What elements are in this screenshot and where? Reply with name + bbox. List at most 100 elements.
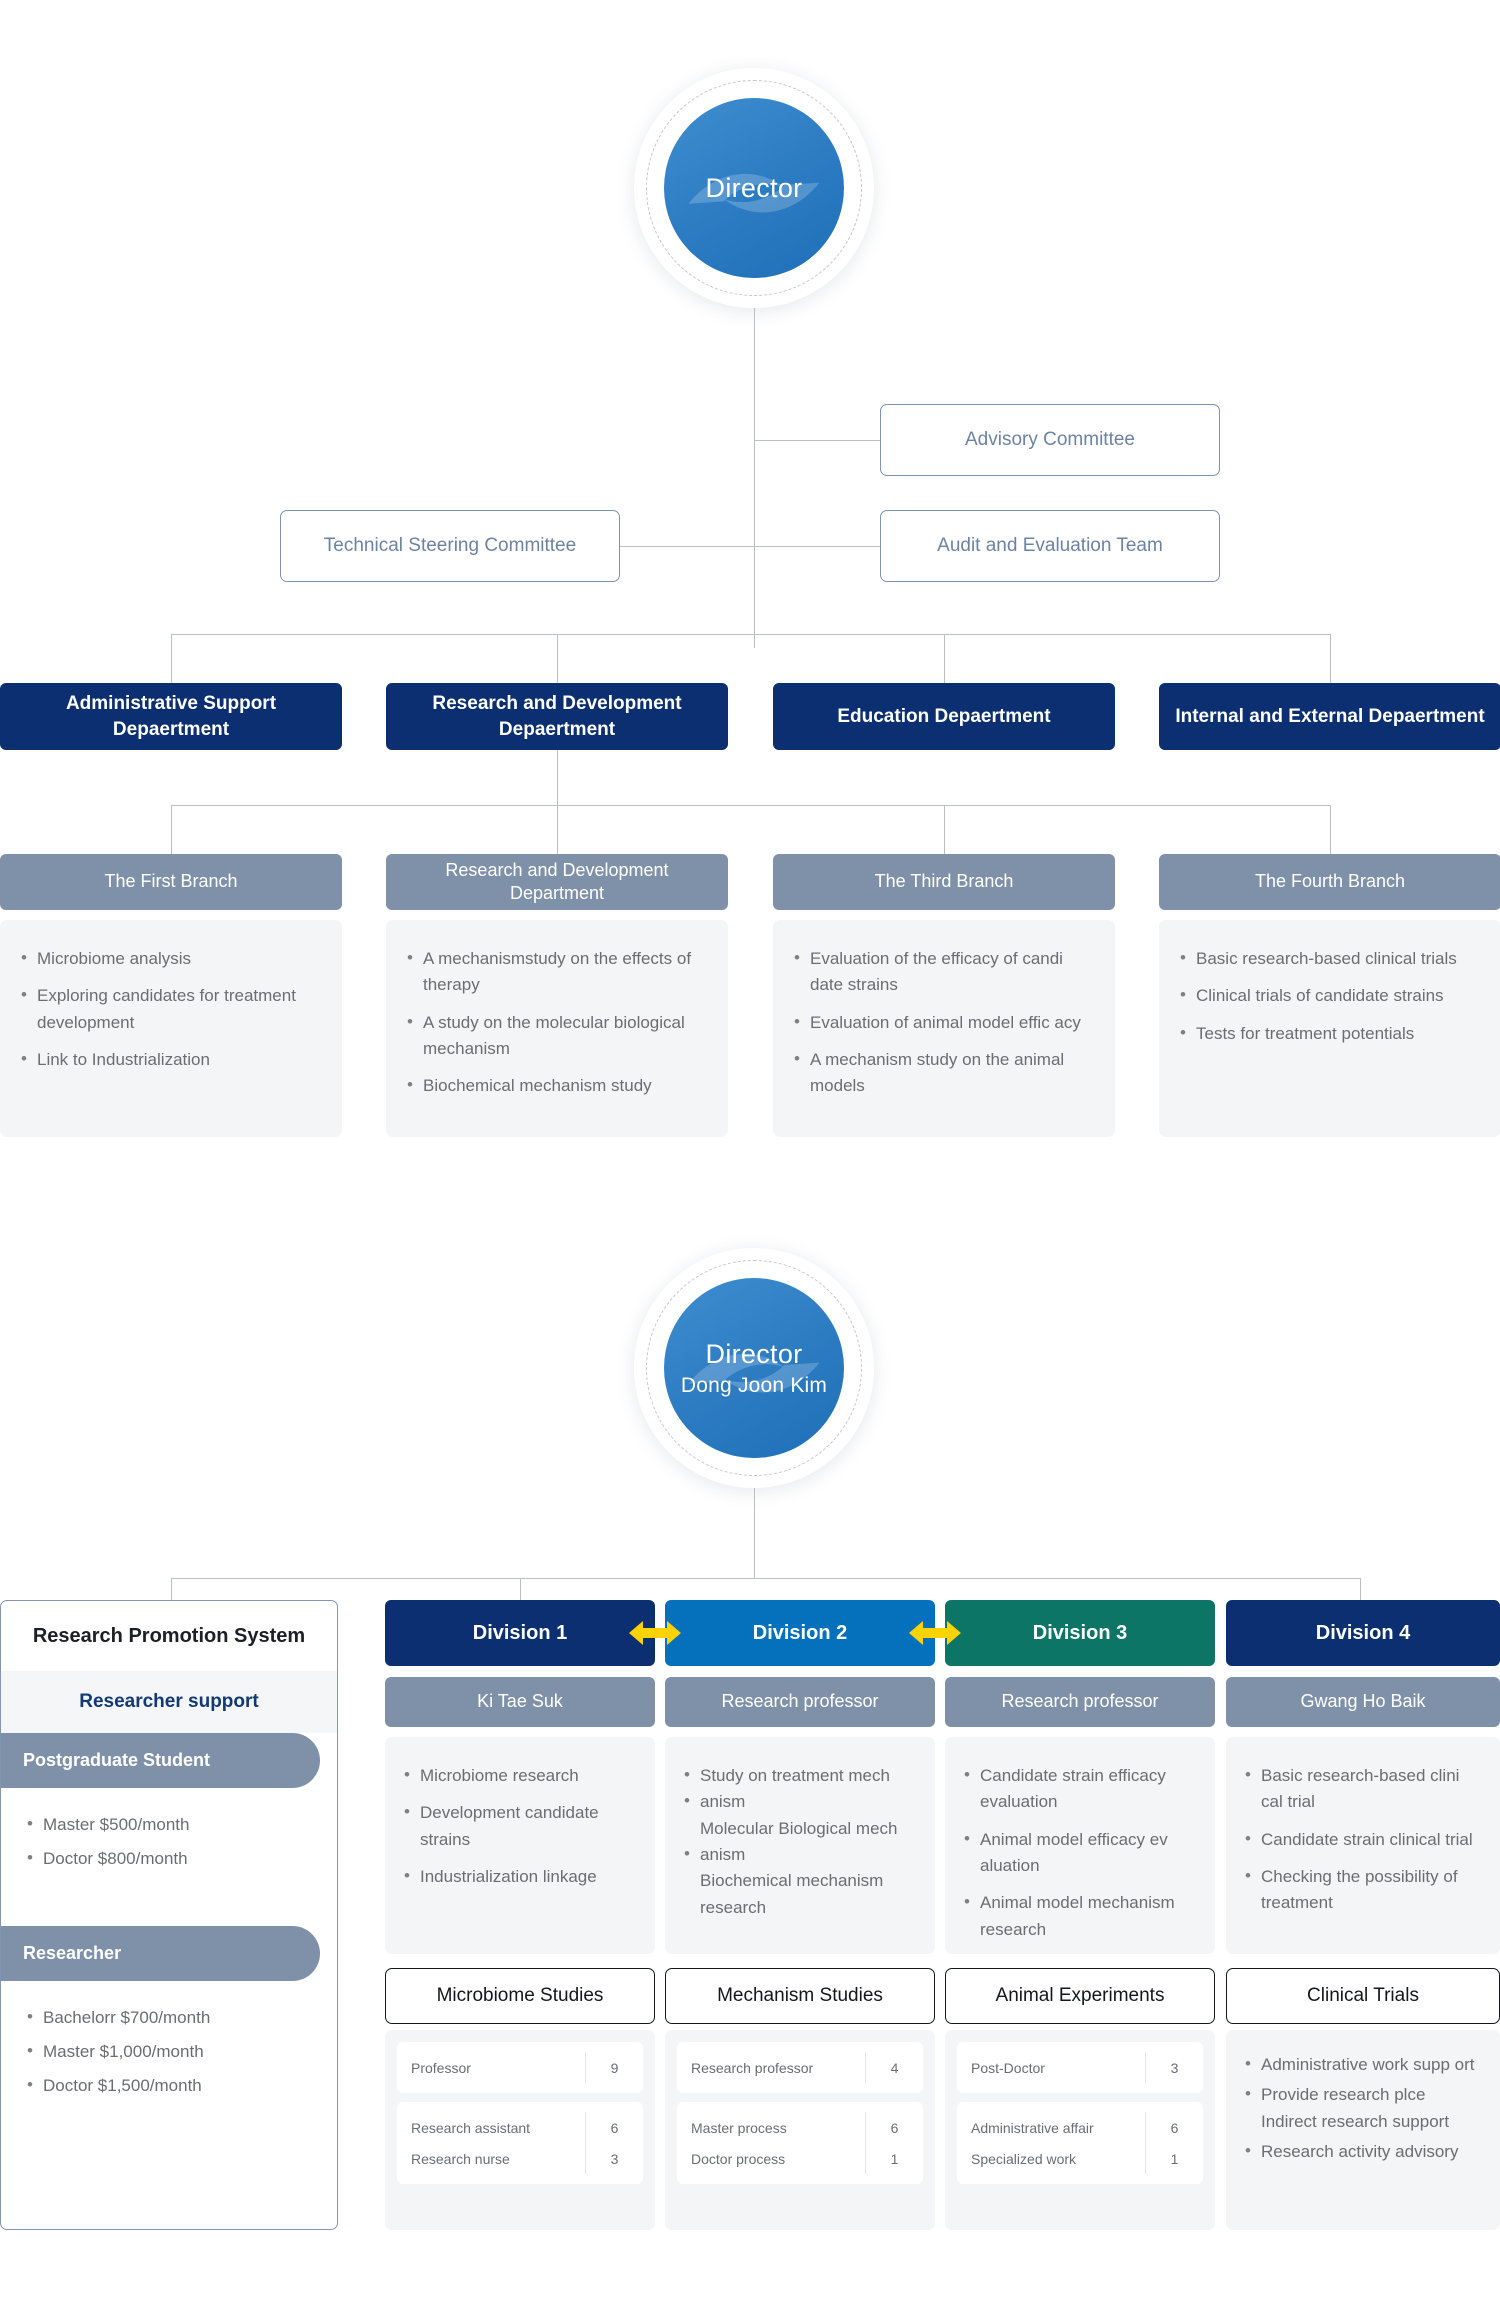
count-table-mechanism: Research professor 4 Master process 6 Do… [665, 2030, 935, 2230]
branch-header-rd-department[interactable]: Research and Development Department [386, 854, 728, 910]
connector-division-bus [171, 1578, 1361, 1579]
list-item: anism [683, 1788, 917, 1815]
count-value: 6 [585, 2112, 643, 2143]
rps-group-postgraduate-student[interactable]: Postgraduate Student [1, 1733, 321, 1788]
count-value: 4 [865, 2052, 923, 2083]
swirl-watermark-icon [688, 1353, 820, 1393]
branch-list-fourth: Basic research-based clinical trials Cli… [1179, 945, 1479, 1047]
division-list-2: Study on treatment mech anism Molecular … [683, 1762, 917, 1921]
connector-dept-drop-4 [1330, 634, 1331, 683]
double-arrow-icon-1-2 [629, 1621, 681, 1645]
list-item: Research activity advisory [1244, 2138, 1482, 2165]
division-person-4-label: Gwang Ho Baik [1300, 1691, 1426, 1712]
list-item: A study on the molecular biological mech… [406, 1009, 706, 1063]
division-list-1: Microbiome research Development candidat… [403, 1762, 637, 1890]
branch-list-first: Microbiome analysis Exploring candidates… [20, 945, 320, 1073]
table-row: Master process 6 [677, 2112, 923, 2143]
table-row: Specialized work 1 [957, 2143, 1203, 2174]
connector-dept-drop-1 [171, 634, 172, 683]
list-item: Biochemical mechanism study [406, 1072, 706, 1099]
dashed-ring-decoration [646, 1260, 862, 1476]
study-header-clinical-label: Clinical Trials [1307, 1985, 1419, 2006]
list-item: anism [683, 1841, 917, 1868]
count-group: Post-Doctor 3 [957, 2042, 1203, 2093]
connector-dept-drop-3 [944, 634, 945, 683]
branch-header-fourth-label: The Fourth Branch [1254, 871, 1406, 892]
division-header-1-label: Division 1 [472, 1621, 568, 1644]
division-header-3[interactable]: Division 3 [945, 1600, 1215, 1666]
committee-advisory[interactable]: Advisory Committee [880, 404, 1220, 476]
study-header-mechanism-label: Mechanism Studies [717, 1985, 883, 2006]
count-table-microbiome: Professor 9 Research assistant 6 Researc… [385, 2030, 655, 2230]
connector-branch-drop-1 [171, 805, 172, 854]
branch-header-first[interactable]: The First Branch [0, 854, 342, 910]
branch-panel-third: Evaluation of the efficacy of candi date… [773, 920, 1115, 1137]
department-internal-external[interactable]: Internal and External Depaertment [1159, 683, 1500, 750]
list-item: Exploring candidates for treatment devel… [20, 982, 320, 1036]
division-header-1[interactable]: Division 1 [385, 1600, 655, 1666]
list-item: Evaluation of the efficacy of candi date… [793, 945, 1093, 999]
list-item: Animal model efficacy ev aluation [963, 1826, 1197, 1880]
count-label: Research professor [691, 2059, 814, 2076]
list-item: Checking the possibility of treatment [1244, 1863, 1482, 1917]
count-value: 6 [1145, 2112, 1203, 2143]
connector-dept-drop-2 [557, 634, 558, 683]
division-person-1-label: Ki Tae Suk [477, 1691, 563, 1712]
list-item: Basic research-based clinical trials [1179, 945, 1479, 972]
division-list-4: Basic research-based clini cal trial Can… [1244, 1762, 1482, 1917]
table-row: Research nurse 3 [397, 2143, 643, 2174]
division-panel-3: Candidate strain efficacy evaluation Ani… [945, 1737, 1215, 1954]
branch-header-fourth[interactable]: The Fourth Branch [1159, 854, 1500, 910]
count-value: 3 [1145, 2052, 1203, 2083]
division-header-2-label: Division 2 [752, 1621, 848, 1644]
study-header-microbiome-label: Microbiome Studies [436, 1985, 604, 2006]
committee-technical-steering[interactable]: Technical Steering Committee [280, 510, 620, 582]
list-item: Doctor $800/month [27, 1845, 337, 1872]
committee-advisory-label: Advisory Committee [965, 429, 1135, 450]
division-header-2[interactable]: Division 2 [665, 1600, 935, 1666]
list-item: Microbiome analysis [20, 945, 320, 972]
division-header-4[interactable]: Division 4 [1226, 1600, 1500, 1666]
rps-group-researcher[interactable]: Researcher [1, 1925, 321, 1981]
count-label: Administrative affair [971, 2119, 1094, 2136]
study-header-clinical[interactable]: Clinical Trials [1226, 1968, 1500, 2024]
rps-group-postgraduate-student-label: Postgraduate Student [23, 1750, 211, 1770]
rps-subtitle: Researcher support [1, 1671, 337, 1733]
list-item: Administrative work supp ort [1244, 2051, 1482, 2078]
branch-panel-first: Microbiome analysis Exploring candidates… [0, 920, 342, 1137]
division-person-3-label: Research professor [1001, 1691, 1159, 1712]
list-item: Provide research plce [1244, 2081, 1482, 2108]
branch-header-first-label: The First Branch [104, 871, 238, 892]
dashed-ring-decoration [646, 80, 862, 296]
count-label: Research nurse [411, 2150, 510, 2167]
study-header-microbiome[interactable]: Microbiome Studies [385, 1968, 655, 2024]
count-value: 9 [585, 2052, 643, 2083]
branch-header-third[interactable]: The Third Branch [773, 854, 1115, 910]
study-header-animal[interactable]: Animal Experiments [945, 1968, 1215, 2024]
branch-list-rd-department: A mechanismstudy on the effects of thera… [406, 945, 706, 1100]
list-item: Basic research-based clini cal trial [1244, 1762, 1482, 1816]
division-person-4: Gwang Ho Baik [1226, 1677, 1500, 1727]
clinical-trials-support-list: Administrative work supp ort Provide res… [1244, 2051, 1482, 2165]
count-label: Specialized work [971, 2150, 1077, 2167]
division-person-2: Research professor [665, 1677, 935, 1727]
list-item: Development candidate strains [403, 1799, 637, 1853]
department-administrative-support-label: Administrative Support Depaertment [65, 693, 277, 740]
department-research-development[interactable]: Research and Development Depaertment [386, 683, 728, 750]
division-header-3-label: Division 3 [1032, 1621, 1128, 1644]
department-education[interactable]: Education Depaertment [773, 683, 1115, 750]
connector-branch-drop-4 [1330, 805, 1331, 854]
rps-list-researcher: Bachelorr $700/month Master $1,000/month… [1, 1981, 337, 2100]
list-item: Candidate strain efficacy evaluation [963, 1762, 1197, 1816]
branch-panel-rd-department: A mechanismstudy on the effects of thera… [386, 920, 728, 1137]
list-item: Biochemical mechanism research [700, 1871, 884, 1917]
list-item: Bachelorr $700/month [27, 2004, 337, 2031]
study-header-mechanism[interactable]: Mechanism Studies [665, 1968, 935, 2024]
department-research-development-label: Research and Development Depaertment [432, 693, 682, 740]
director-circle-bottom: Director Dong Joon Kim [634, 1248, 874, 1488]
division-person-2-label: Research professor [721, 1691, 879, 1712]
list-item: Animal model mechanism research [963, 1889, 1197, 1943]
list-item: Indirect research support [1261, 2111, 1450, 2131]
committee-audit-evaluation[interactable]: Audit and Evaluation Team [880, 510, 1220, 582]
department-administrative-support[interactable]: Administrative Support Depaertment [0, 683, 342, 750]
